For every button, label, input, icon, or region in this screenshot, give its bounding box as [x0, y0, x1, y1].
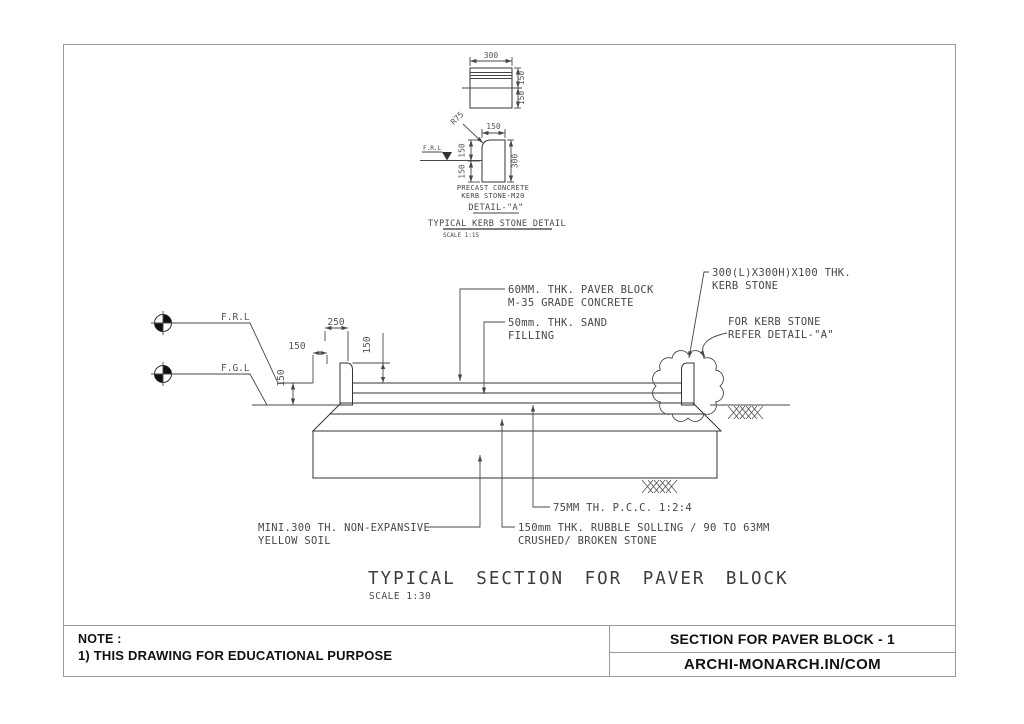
fgl-target-icon: [151, 362, 175, 386]
dim-sec-l1: 150: [458, 143, 467, 158]
label-refer-2: REFER DETAIL-"A": [728, 329, 834, 341]
section-title: TYPICAL SECTION FOR PAVER BLOCK: [368, 569, 789, 589]
brand-text: ARCHI-MONARCH.IN/COM: [683, 656, 882, 673]
paver-layer: [352, 382, 682, 394]
paver-section-drawing: [252, 350, 790, 494]
title-block-right: SECTION FOR PAVER BLOCK - 1 ARCHI-MONARC…: [609, 626, 955, 676]
sand-layer: [352, 392, 682, 404]
sheet-title: SECTION FOR PAVER BLOCK - 1: [610, 626, 955, 653]
kerb-detail-plan: 300 150 150: [462, 51, 526, 109]
label-soil-2: YELLOW SOIL: [258, 535, 331, 547]
section-dimensions: 250 150 150 150: [276, 317, 390, 405]
detail-scale: SCALE 1:15: [443, 232, 480, 239]
fgl-label: F.G.L: [221, 363, 250, 374]
label-pcc: 75MM TH. P.C.C. 1:2:4: [553, 502, 692, 514]
note-cell: NOTE : 1) THIS DRAWING FOR EDUCATIONAL P…: [64, 626, 609, 676]
label-paver-1: 60MM. THK. PAVER BLOCK: [508, 284, 654, 296]
detail-frl-label: F.R.L: [423, 145, 441, 152]
dim-150-kerb: 150: [362, 336, 373, 353]
note-line: 1) THIS DRAWING FOR EDUCATIONAL PURPOSE: [78, 648, 393, 663]
note-heading: NOTE :: [78, 632, 122, 646]
dim-150-offset: 150: [288, 341, 305, 352]
detail-name: DETAIL-"A": [468, 203, 523, 213]
level-markers: F.R.L F.G.L: [151, 311, 313, 406]
revision-cloud: [652, 350, 724, 422]
kerb-left: [339, 362, 353, 406]
label-refer-1: FOR KERB STONE: [728, 316, 821, 328]
detail-heading: TYPICAL KERB STONE DETAIL: [428, 219, 566, 229]
label-paver-2: M-35 GRADE CONCRETE: [508, 297, 634, 309]
kerb-detail-section: 150 R75 150 150 300 F.R.L PRECAST CONCRE…: [420, 110, 566, 239]
label-sand-1: 50mm. THK. SAND: [508, 317, 607, 329]
label-kerb-1: 300(L)X300H)X100 THK.: [712, 267, 851, 279]
section-labels: 60MM. THK. PAVER BLOCK M-35 GRADE CONCRE…: [258, 267, 851, 547]
frl-label: F.R.L: [221, 312, 250, 323]
drawing-title: TYPICAL SECTION FOR PAVER BLOCK SCALE 1:…: [368, 569, 789, 602]
dim-plan-width: 300: [484, 51, 499, 60]
ground-hatch-bottom: [641, 479, 678, 494]
dim-sec-l2: 150: [458, 164, 467, 179]
label-soil-1: MINI.300 TH. NON-EXPANSIVE: [258, 522, 430, 534]
dim-plan-h2: 150: [517, 91, 526, 106]
soil-layer: [312, 430, 718, 479]
kerb-right: [681, 362, 695, 406]
dim-sec-top: 150: [486, 122, 501, 131]
title-block: NOTE : 1) THIS DRAWING FOR EDUCATIONAL P…: [63, 625, 956, 677]
pcc-layer: [328, 402, 706, 415]
label-sand-2: FILLING: [508, 330, 554, 342]
detail-caption-1: PRECAST CONCRETE: [457, 184, 529, 192]
dim-sec-r: 300: [511, 154, 520, 169]
label-rubble-2: CRUSHED/ BROKEN STONE: [518, 535, 657, 547]
label-kerb-2: KERB STONE: [712, 280, 778, 292]
label-rubble-1: 150mm THK. RUBBLE SOLLING / 90 TO 63MM: [518, 522, 770, 534]
dim-plan-h1: 150: [517, 71, 526, 86]
section-scale: SCALE 1:30: [369, 591, 431, 602]
rubble-layer: [311, 413, 723, 432]
dim-150-height: 150: [276, 369, 287, 386]
detail-caption-2: KERB STONE-M20: [461, 192, 524, 200]
dim-250: 250: [327, 317, 344, 328]
frl-target-icon: [151, 311, 175, 335]
ground-hatch-right: [727, 405, 764, 420]
